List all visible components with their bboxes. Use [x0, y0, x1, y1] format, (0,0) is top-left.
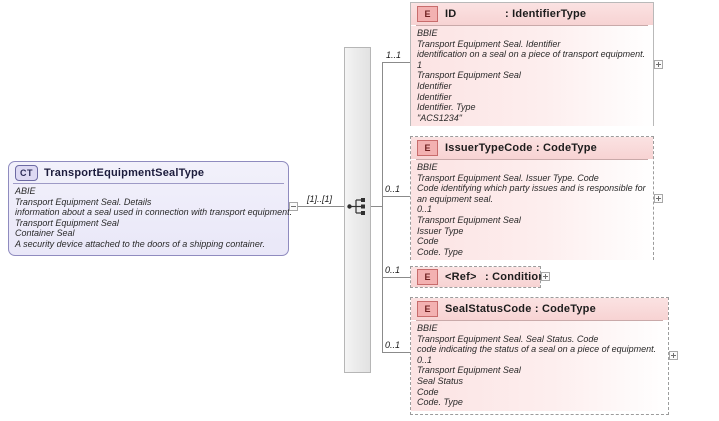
element-node-id[interactable]: E ID: IdentifierType BBIE Transport Equi…: [410, 2, 654, 127]
complextype-annotation: ABIE Transport Equipment Seal. Details i…: [9, 184, 293, 253]
complextype-badge-icon: CT: [15, 164, 38, 181]
element-title-ref: <Ref>: Condition: [445, 271, 545, 283]
connector-branch-ref: [382, 277, 410, 278]
expand-toggle-issuertypecode[interactable]: [654, 194, 663, 203]
complextype-header: CT TransportEquipmentSealType: [9, 162, 288, 183]
annotation-line: Code: [417, 236, 439, 247]
annotation-line: BBIE: [417, 28, 438, 38]
annotation-line: code indicating the status of a seal on …: [417, 344, 657, 355]
element-name: <Ref>: [445, 271, 477, 283]
expand-toggle-id[interactable]: [654, 60, 663, 69]
element-header-ref: E <Ref>: Condition: [411, 267, 545, 287]
connector-branch-sealstatuscode: [382, 352, 410, 353]
connector-sequence-trunk: [370, 206, 382, 207]
element-type: Condition: [492, 271, 546, 283]
annotation-line: 0..1: [417, 204, 433, 215]
element-divider: [416, 159, 648, 160]
annotation-line: Transport Equipment Seal. Details: [15, 196, 152, 207]
complextype-name: TransportEquipmentSealType: [44, 166, 205, 179]
element-node-ref[interactable]: E <Ref>: Condition: [410, 266, 545, 288]
connector-ct-to-sequence: [289, 206, 344, 207]
annotation-line: A security device attached to the doors …: [15, 238, 265, 249]
connector-branch-id: [382, 62, 410, 63]
element-annotation-issuertypecode: BBIE Transport Equipment Seal. Issuer Ty…: [411, 160, 653, 261]
annotation-line: BBIE: [417, 323, 438, 333]
element-separator: :: [485, 271, 489, 283]
sequence-icon: [347, 197, 369, 216]
sequence-compositor-bar[interactable]: [344, 47, 371, 373]
element-name: ID: [445, 8, 457, 20]
element-separator: :: [534, 303, 539, 315]
annotation-line: Code: [417, 386, 439, 397]
expand-toggle-ref[interactable]: [541, 272, 550, 281]
cardinality-sealstatuscode: 0..1: [385, 340, 401, 350]
element-type: IdentifierType: [512, 8, 587, 20]
element-name: IssuerTypeCode: [445, 142, 533, 154]
element-badge-icon: E: [417, 140, 438, 156]
annotation-line: BBIE: [417, 162, 438, 172]
element-node-sealstatuscode[interactable]: E SealStatusCode : CodeType BBIE Transpo…: [410, 297, 669, 415]
collapse-toggle-complextype[interactable]: [289, 202, 298, 211]
element-title-id: ID: IdentifierType: [445, 8, 586, 20]
complextype-node-transportequipmentsealtype[interactable]: CT TransportEquipmentSealType ABIE Trans…: [8, 161, 293, 256]
element-node-issuertypecode[interactable]: E IssuerTypeCode : CodeType BBIE Transpo…: [410, 136, 654, 261]
cardinality-ref: 0..1: [385, 265, 401, 275]
annotation-line: Identifier. Type: [417, 102, 476, 113]
element-badge-icon: E: [417, 6, 438, 22]
annotation-line: ABIE: [15, 186, 36, 196]
annotation-line: Transport Equipment Seal. Issuer Type. C…: [417, 172, 599, 183]
element-badge-icon: E: [417, 269, 438, 285]
element-header-id: E ID: IdentifierType: [411, 3, 653, 25]
cardinality-id: 1..1: [386, 50, 402, 60]
annotation-line: Seal Status: [417, 375, 464, 386]
annotation-line: Transport Equipment Seal: [417, 365, 521, 376]
element-name: SealStatusCode: [445, 303, 532, 315]
element-header-sealstatuscode: E SealStatusCode : CodeType: [411, 298, 668, 320]
annotation-line: Transport Equipment Seal: [417, 214, 521, 225]
element-separator: :: [535, 142, 540, 154]
element-type: CodeType: [542, 142, 597, 154]
cardinality-issuertypecode: 0..1: [385, 184, 401, 194]
element-annotation-sealstatuscode: BBIE Transport Equipment Seal. Seal Stat…: [411, 321, 668, 411]
connector-branch-issuertypecode: [382, 196, 410, 197]
cardinality-complextype: [1]..[1]: [307, 194, 333, 204]
annotation-line: Transport Equipment Seal: [417, 70, 521, 81]
annotation-line: information about a seal used in connect…: [15, 207, 293, 218]
element-title-issuertypecode: IssuerTypeCode : CodeType: [445, 142, 597, 154]
annotation-line: 0..1: [417, 354, 433, 365]
annotation-line: Container Seal: [15, 228, 75, 239]
annotation-line: Code. Type: [417, 246, 463, 257]
annotation-line: Transport Equipment Seal. Seal Status. C…: [417, 333, 599, 344]
annotation-line: Code. Type: [417, 397, 463, 408]
element-title-sealstatuscode: SealStatusCode : CodeType: [445, 303, 596, 315]
annotation-line: Code identifying which party issues and …: [417, 183, 646, 204]
connector-branch-trunk: [382, 62, 383, 352]
element-badge-icon: E: [417, 301, 438, 317]
element-divider: [416, 25, 648, 26]
annotation-line: identification on a seal on a piece of t…: [417, 49, 646, 60]
annotation-line: Identifier: [417, 91, 452, 102]
element-type: CodeType: [541, 303, 596, 315]
complextype-divider: [13, 183, 284, 184]
annotation-line: Identifier: [417, 80, 452, 91]
annotation-line: Transport Equipment Seal. Identifier: [417, 38, 561, 49]
annotation-line: Transport Equipment Seal: [15, 217, 119, 228]
element-annotation-id: BBIE Transport Equipment Seal. Identifie…: [411, 26, 653, 127]
expand-toggle-sealstatuscode[interactable]: [669, 351, 678, 360]
element-divider: [416, 320, 663, 321]
element-header-issuertypecode: E IssuerTypeCode : CodeType: [411, 137, 653, 159]
annotation-line: "ACS1234": [417, 112, 462, 123]
annotation-line: 1: [417, 59, 423, 70]
element-separator: :: [505, 8, 509, 20]
annotation-line: Issuer Type: [417, 225, 464, 236]
